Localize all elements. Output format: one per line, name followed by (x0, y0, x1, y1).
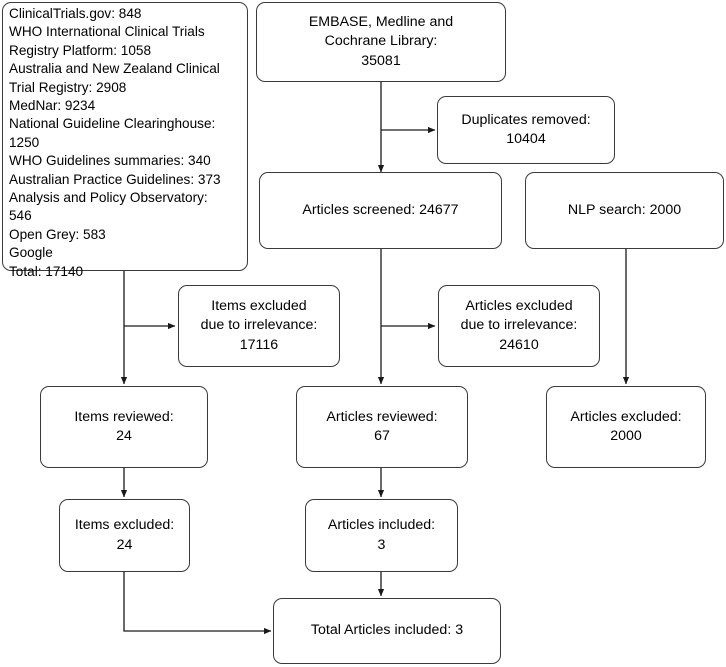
node-duplicates-removed: Duplicates removed: 10404 (437, 96, 615, 164)
node-nlp-search: NLP search: 2000 (525, 172, 724, 249)
node-articles-excluded-nlp: Articles excluded: 2000 (546, 386, 706, 468)
node-items-reviewed: Items reviewed: 24 (40, 386, 208, 468)
node-articles-screened: Articles screened: 24677 (259, 172, 502, 249)
node-articles-excluded-irrelevance: Articles excluded due to irrelevance: 24… (438, 285, 600, 367)
node-database-search: EMBASE, Medline and Cochrane Library: 35… (256, 2, 506, 82)
node-grey-literature-sources: ClinicalTrials.gov: 848 WHO Internationa… (2, 2, 248, 279)
node-articles-reviewed: Articles reviewed: 67 (296, 386, 468, 468)
edge-items-excluded-to-total (123, 572, 272, 635)
node-items-excluded-irrelevance: Items excluded due to irrelevance: 17116 (178, 285, 340, 367)
node-articles-included: Articles included: 3 (305, 499, 458, 572)
node-items-excluded: Items excluded: 24 (59, 499, 190, 572)
node-total-articles-included: Total Articles included: 3 (273, 598, 501, 664)
